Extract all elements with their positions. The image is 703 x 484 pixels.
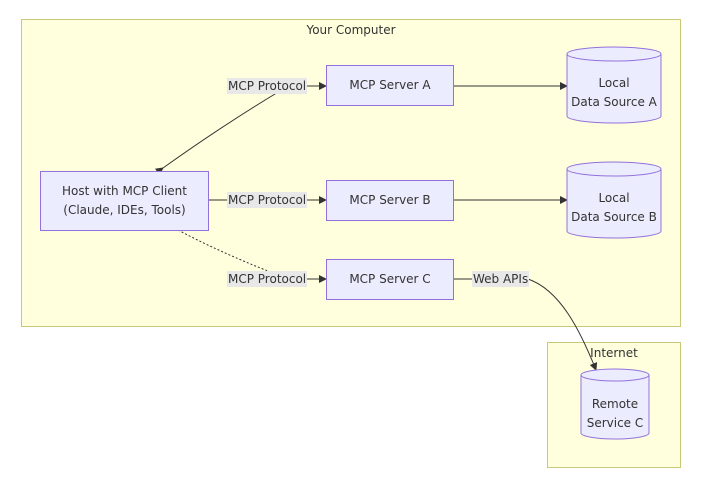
remote-service-c-line-1: Remote	[591, 397, 639, 411]
datasource-a-node: Local Data Source A	[566, 46, 662, 124]
edge-web-apis-remote	[527, 278, 598, 371]
server-a-label: MCP Server A	[349, 78, 431, 92]
host-node: Host with MCP Client (Claude, IDEs, Tool…	[40, 171, 209, 231]
server-c-label: MCP Server C	[349, 272, 431, 286]
edge-label-web-apis: Web APIs	[472, 271, 530, 287]
cluster-your-computer-title: Your Computer	[306, 23, 396, 37]
datasource-a-cylinder-icon	[566, 46, 662, 124]
edge-label-protocol-a: MCP Protocol	[227, 78, 308, 94]
datasource-b-cylinder-icon	[566, 161, 662, 239]
server-b-label: MCP Server B	[349, 193, 431, 207]
cluster-internet-title: Internet	[590, 346, 638, 360]
edge-label-protocol-b: MCP Protocol	[227, 192, 308, 208]
edge-host-server-c-curve	[169, 223, 269, 272]
datasource-b-node: Local Data Source B	[566, 161, 662, 239]
server-a-node: MCP Server A	[326, 65, 454, 106]
server-b-node: MCP Server B	[326, 180, 454, 221]
datasource-a-line-2: Data Source A	[571, 95, 657, 109]
datasource-b-line-1: Local	[598, 191, 630, 205]
remote-service-c-line-2: Service C	[586, 416, 644, 430]
cluster-internet: Internet	[547, 342, 681, 468]
server-c-node: MCP Server C	[326, 259, 454, 300]
host-line-2: (Claude, IDEs, Tools)	[63, 203, 186, 217]
host-line-1: Host with MCP Client	[62, 184, 187, 198]
datasource-b-line-2: Data Source B	[571, 210, 657, 224]
datasource-a-line-1: Local	[598, 76, 630, 90]
edge-host-server-a-curve	[154, 87, 286, 176]
edge-label-protocol-c: MCP Protocol	[227, 271, 308, 287]
remote-service-c-node: Remote Service C	[580, 368, 650, 441]
remote-service-c-cylinder-icon	[580, 368, 650, 440]
